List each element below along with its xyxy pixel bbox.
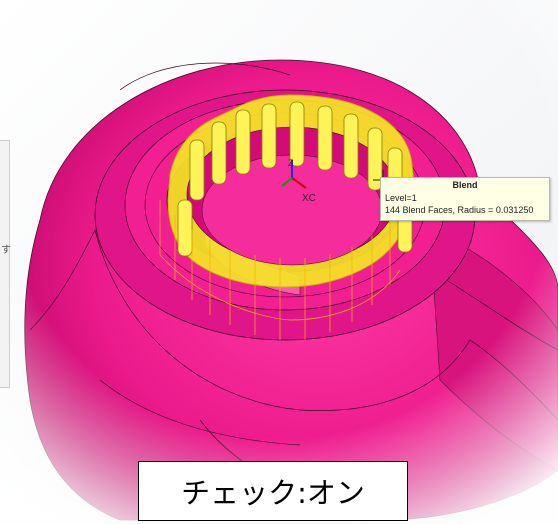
blend-tooltip: Blend Level=1 144 Blend Faces, Radius = …: [380, 177, 550, 221]
side-panel[interactable]: す: [0, 140, 11, 388]
side-panel-glyph: す: [1, 245, 11, 256]
tooltip-level: Level=1: [385, 193, 417, 203]
caption-text: チェック:オン: [181, 476, 365, 510]
tooltip-title: Blend: [452, 180, 478, 190]
tooltip-detail: 144 Blend Faces, Radius = 0.031250: [385, 205, 534, 215]
caption-box: チェック:オン: [138, 461, 408, 521]
